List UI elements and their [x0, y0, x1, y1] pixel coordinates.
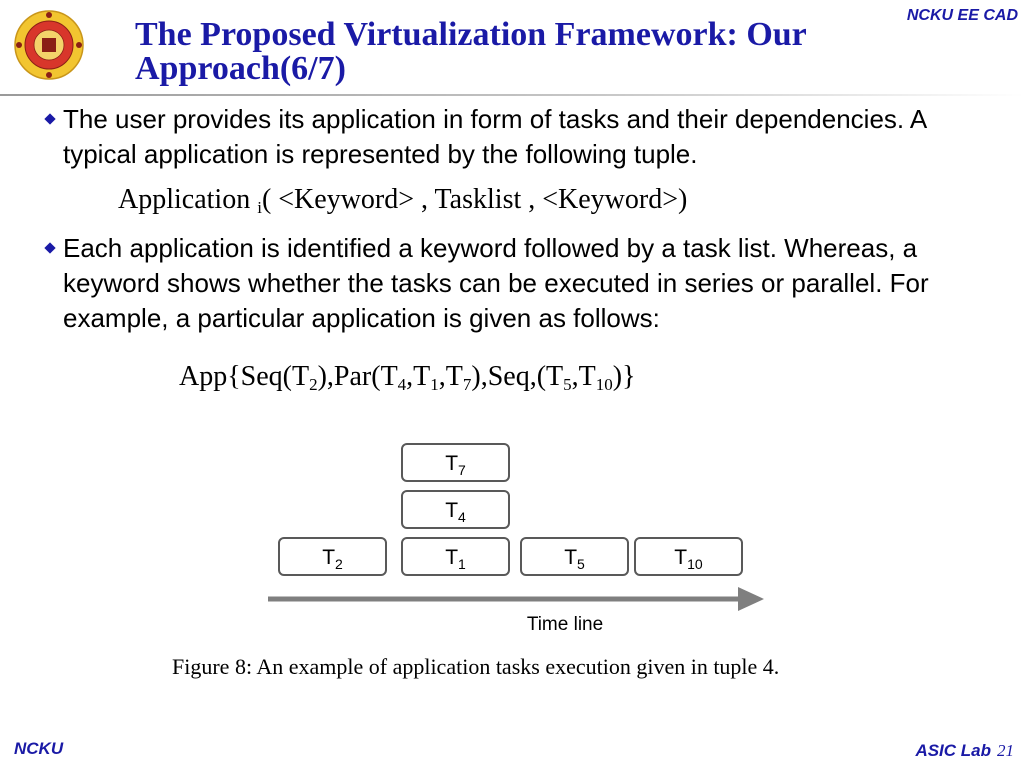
figure-caption: Figure 8: An example of application task…	[172, 654, 780, 679]
bullet-1-text: The user provides its application in for…	[63, 104, 926, 169]
task-execution-diagram: T7 T4 T2 T1 T5 T10 Time line	[268, 443, 764, 635]
task-box-t4	[401, 490, 510, 529]
footer-lab: ASIC Lab 21	[915, 741, 1014, 761]
org-tag: NCKU EE CAD	[906, 7, 1018, 24]
timeline-arrowhead-icon	[738, 587, 764, 611]
task-box-t2	[278, 537, 387, 576]
task-label-t4: T4	[445, 499, 466, 525]
task-label-t5: T5	[564, 546, 585, 572]
footer-org: NCKU	[14, 739, 64, 758]
task-label-t2: T2	[322, 546, 343, 572]
bullet-2-text: Each application is identified a keyword…	[63, 233, 929, 333]
task-box-t5	[520, 537, 629, 576]
slide-title: The Proposed Virtualization Framework: O…	[135, 16, 807, 87]
task-box-t7	[401, 443, 510, 482]
task-label-t7: T7	[445, 452, 466, 478]
app-example-formula: App{Seq(T2),Par(T4,T1,T7),Seq,(T5,T10)}	[179, 361, 636, 394]
task-label-t10: T10	[674, 546, 703, 572]
timeline-label: Time line	[527, 614, 603, 635]
task-label-t1: T1	[445, 546, 466, 572]
task-box-t10	[634, 537, 743, 576]
ncku-logo	[14, 10, 84, 80]
diamond-bullet-icon	[44, 242, 56, 254]
footer-lab-name: ASIC Lab	[915, 741, 991, 760]
title-divider	[0, 94, 1024, 96]
diamond-bullet-icon	[44, 113, 56, 125]
page-number: 21	[997, 741, 1014, 760]
bullet-2: Each application is identified a keyword…	[40, 231, 1000, 336]
bullet-1: The user provides its application in for…	[40, 102, 1000, 172]
task-box-t1	[401, 537, 510, 576]
application-tuple-formula: Application i( <Keyword> , Tasklist , <K…	[118, 184, 688, 217]
